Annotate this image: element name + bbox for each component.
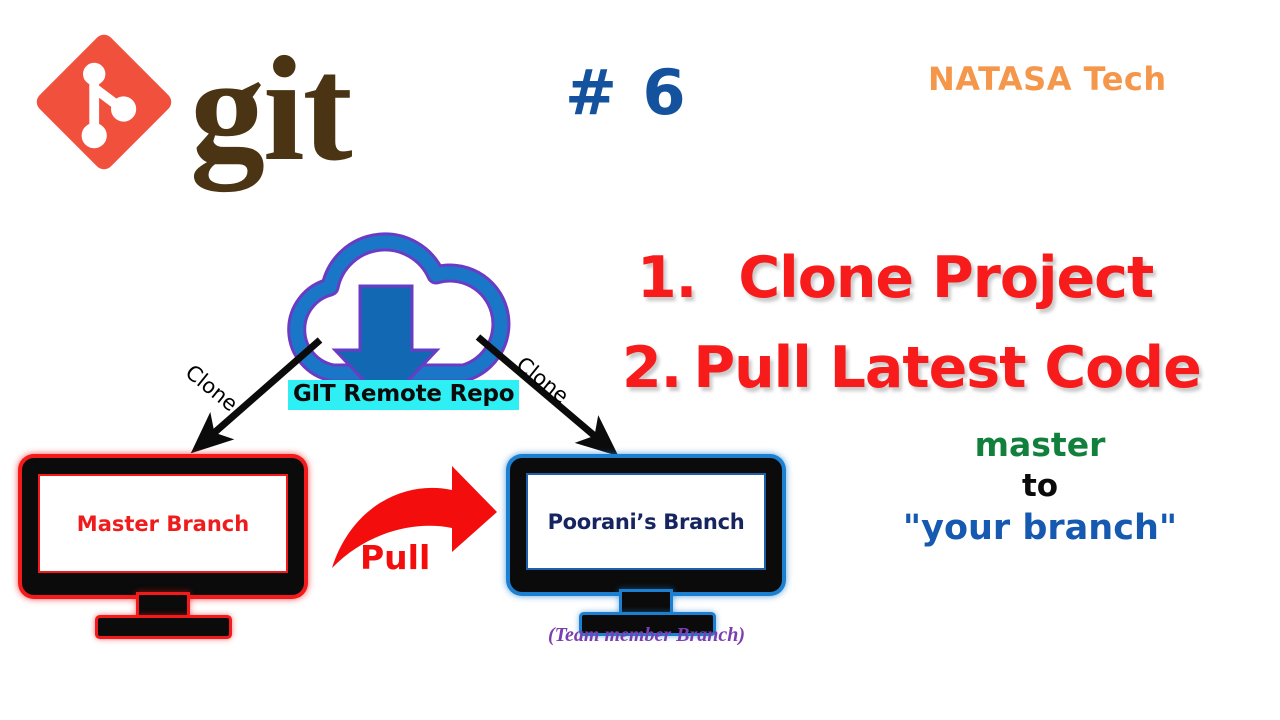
- step-1-number: 1.: [637, 245, 697, 311]
- master-branch-label: Master Branch: [76, 511, 250, 536]
- branch-note: master to "your branch": [830, 424, 1250, 550]
- monitor-bezel: Master Branch: [22, 458, 304, 595]
- poorani-branch-label: Poorani’s Branch: [547, 509, 745, 534]
- step-item-2: 2.Pull Latest Code: [622, 335, 1202, 401]
- monitor-neck: [139, 595, 187, 621]
- team-member-caption: (Team member Branch): [548, 624, 746, 646]
- channel-name: NATASA Tech: [928, 60, 1167, 98]
- monitor-base: [582, 615, 713, 633]
- monitor-screen: Master Branch: [38, 474, 288, 573]
- pull-label: Pull: [360, 538, 431, 577]
- step-1-text: Clone Project: [738, 245, 1154, 311]
- branch-note-target: "your branch": [902, 508, 1178, 548]
- episode-number: # 6: [565, 56, 688, 129]
- branch-note-source: master: [974, 425, 1106, 464]
- master-branch-monitor: Master Branch: [22, 458, 304, 636]
- git-remote-repo-label: GIT Remote Repo: [288, 380, 520, 410]
- monitor-bezel: Poorani’s Branch: [510, 458, 782, 592]
- step-item-1: 1. Clone Project: [637, 245, 1154, 311]
- monitor-base: [98, 618, 229, 636]
- step-2-text: Pull Latest Code: [693, 335, 1201, 401]
- git-logo-icon: [34, 32, 174, 172]
- monitor-neck: [622, 592, 670, 618]
- step-2-number: 2.: [622, 335, 682, 401]
- branch-note-connector: to: [1021, 468, 1059, 504]
- poorani-branch-monitor: Poorani’s Branch: [510, 458, 782, 633]
- git-wordmark: git: [190, 26, 353, 192]
- clone-label-right: Clone: [511, 352, 574, 409]
- clone-label-left: Clone: [180, 360, 243, 417]
- monitor-screen: Poorani’s Branch: [526, 473, 766, 570]
